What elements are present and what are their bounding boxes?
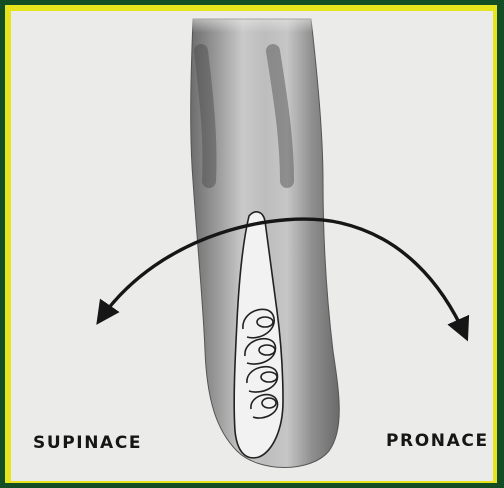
supination-label: SUPINACE [33, 433, 142, 453]
pronation-label: PRONACE [386, 431, 489, 451]
illustration-plate: SUPINACE PRONACE [11, 11, 493, 481]
forearm-rotation-diagram [11, 11, 493, 481]
